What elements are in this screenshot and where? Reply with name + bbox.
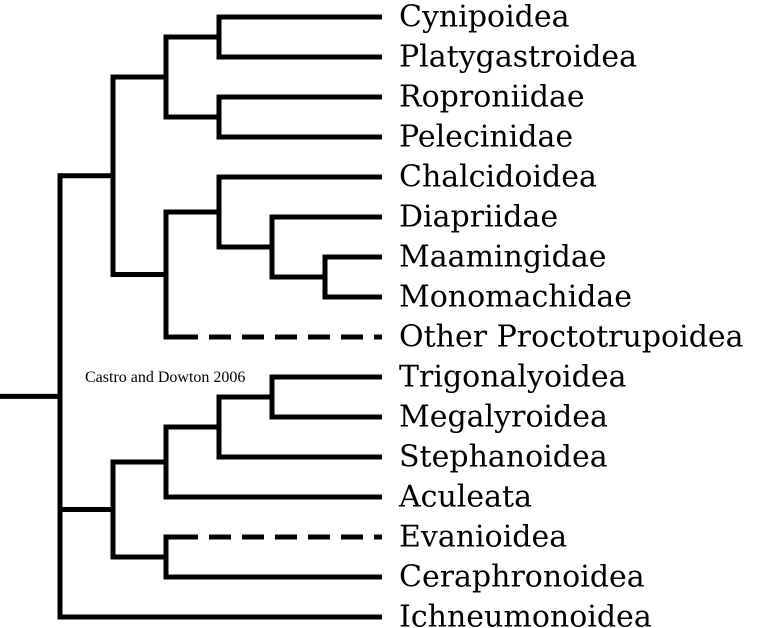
tree-branches [0,14,382,620]
taxon-label: Stephanoidea [399,440,608,475]
taxon-label: Platygastroidea [399,40,637,75]
taxon-label: Ceraphronoidea [399,560,645,595]
taxon-label: Roproniidae [399,80,585,115]
taxon-label: Trigonalyoidea [399,360,627,395]
taxon-label: Cynipoidea [399,0,570,35]
taxon-label: Aculeata [398,480,532,515]
taxon-label: Megalyroidea [399,400,608,435]
taxon-label: Maamingidae [399,240,607,275]
taxon-label: Other Proctotrupoidea [399,320,744,355]
figure-caption: Castro and Dowton 2006 [85,369,245,386]
taxon-label: Evanioidea [399,520,567,555]
taxon-label: Pelecinidae [399,120,573,155]
taxon-label: Chalcidoidea [399,160,597,195]
taxon-label: Monomachidae [399,280,632,315]
taxon-labels: CynipoideaPlatygastroideaRoproniidaePele… [398,0,744,628]
taxon-label: Diapriidae [399,200,558,235]
taxon-label: Ichneumonoidea [399,600,652,628]
